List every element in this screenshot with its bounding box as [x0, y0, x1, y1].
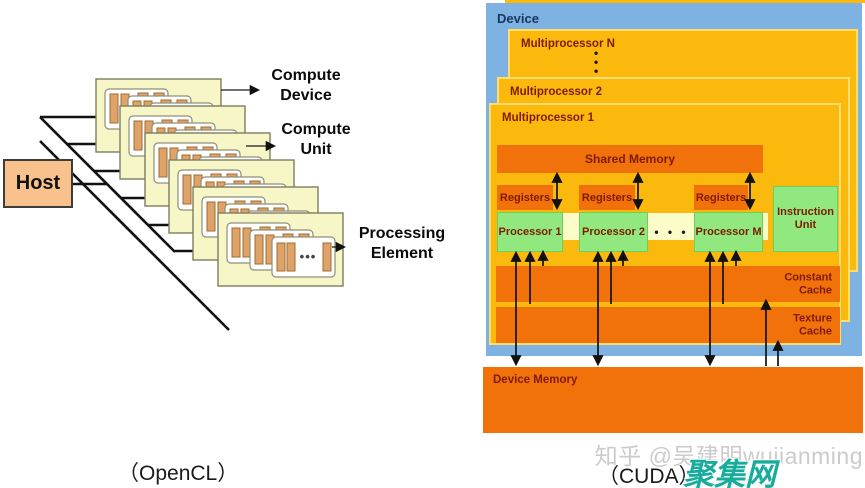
device-memory-box: Device Memory	[483, 367, 863, 433]
multiprocessor-1-label: Multiprocessor 1	[502, 112, 595, 124]
top-gold-sliver	[505, 0, 865, 3]
compute-unit-label: Compute Unit	[281, 121, 351, 158]
vertical-ellipsis: • • •	[594, 46, 599, 78]
constant-cache-box: Constant Cache	[496, 266, 840, 302]
label-arrows	[221, 84, 347, 253]
shared-memory-label: Shared Memory	[584, 152, 676, 166]
registers-label: Registers	[581, 191, 633, 204]
registers-box-2: Registers	[579, 185, 635, 210]
registers-label: Registers	[499, 191, 551, 204]
instruction-unit-box: Instruction Unit	[773, 186, 838, 252]
opencl-caption: （OpenCL）	[118, 462, 239, 485]
host-box: Host	[3, 159, 73, 208]
compute-device-label: Compute Device	[271, 67, 341, 104]
processor-1-box: Processor 1	[497, 212, 563, 252]
multiprocessor-2-label: Multiprocessor 2	[510, 86, 603, 98]
processor-2-label: Processor 2	[582, 226, 645, 238]
processing-element-label: Processing Element	[358, 225, 446, 262]
site-logo: 聚集网	[683, 457, 776, 488]
texture-cache-label: Texture Cache	[793, 312, 832, 338]
processing-element-ellipsis: •••	[299, 249, 317, 264]
compute-device-card-front	[218, 213, 343, 286]
host-label: Host	[15, 172, 61, 194]
processor-m-label: Processor M	[695, 226, 762, 238]
processor-m-box: Processor M	[694, 212, 763, 252]
texture-cache-box: Texture Cache	[496, 307, 840, 343]
registers-label: Registers	[695, 191, 747, 204]
device-label: Device	[497, 11, 539, 26]
registers-box-1: Registers	[497, 185, 553, 210]
constant-cache-label: Constant Cache	[784, 271, 832, 297]
device-memory-label: Device Memory	[493, 374, 578, 386]
processor-2-box: Processor 2	[579, 212, 648, 252]
multiprocessor-1-card: Multiprocessor 1 Shared Memory Registers…	[489, 103, 841, 345]
multiprocessor-n-label: Multiprocessor N	[521, 38, 615, 50]
processor-ellipsis: • • •	[654, 225, 689, 239]
opencl-diagram	[39, 0, 347, 331]
registers-box-3: Registers	[694, 185, 748, 210]
watermark-credit: 知乎 @吴建明wujianming	[594, 443, 863, 469]
shared-memory-box: Shared Memory	[497, 145, 763, 173]
cuda-caption: （CUDA）	[598, 465, 700, 488]
instruction-unit-label: Instruction Unit	[777, 206, 834, 231]
processor-1-label: Processor 1	[498, 226, 562, 238]
